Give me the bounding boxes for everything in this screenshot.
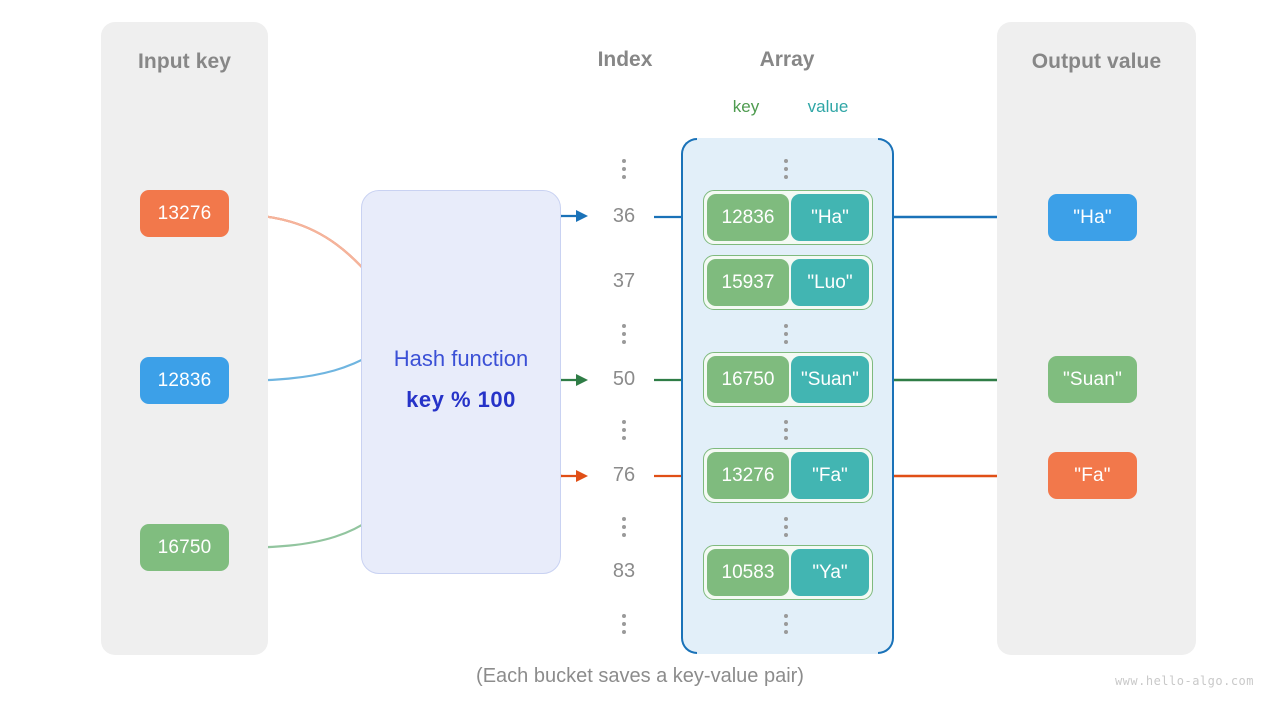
bucket-key-16750: 16750	[707, 356, 789, 403]
bucket-key-13276: 13276	[707, 452, 789, 499]
index-value-83: 83	[612, 560, 636, 582]
index-ellipsis-bottom	[588, 610, 660, 638]
index-ellipsis-3	[588, 416, 660, 444]
output-value-ha[interactable]: "Ha"	[1048, 194, 1137, 241]
bucket-row-76[interactable]: 13276 "Fa"	[703, 448, 873, 503]
input-key-12836[interactable]: 12836	[140, 357, 229, 404]
hash-function-label: Hash function	[393, 346, 529, 371]
bucket-key-15937: 15937	[707, 259, 789, 306]
index-ellipsis-2	[588, 320, 660, 348]
index-ellipsis-4	[588, 513, 660, 541]
index-value-76: 76	[612, 464, 636, 486]
site-watermark: www.hello-algo.com	[1114, 674, 1254, 688]
array-column-header: Array	[759, 48, 815, 71]
bucket-value-suan: "Suan"	[790, 356, 869, 403]
array-ellipsis-top	[750, 155, 822, 183]
array-ellipsis-bottom	[750, 610, 822, 638]
bucket-row-50[interactable]: 16750 "Suan"	[703, 352, 873, 407]
output-value-panel: Output value	[997, 22, 1196, 655]
output-panel-title: Output value	[1031, 50, 1162, 73]
index-column-header: Index	[597, 48, 653, 71]
key-sub-header: key	[732, 97, 760, 116]
diagram-caption: (Each bucket saves a key-value pair)	[476, 665, 804, 687]
input-key-13276[interactable]: 13276	[140, 190, 229, 237]
bucket-key-12836: 12836	[707, 194, 789, 241]
output-value-suan[interactable]: "Suan"	[1048, 356, 1137, 403]
bucket-value-ha: "Ha"	[790, 194, 869, 241]
array-ellipsis-4	[750, 513, 822, 541]
index-value-36: 36	[612, 205, 636, 227]
bucket-row-83[interactable]: 10583 "Ya"	[703, 545, 873, 600]
output-value-fa[interactable]: "Fa"	[1048, 452, 1137, 499]
array-ellipsis-3	[750, 416, 822, 444]
index-value-50: 50	[612, 368, 636, 390]
bucket-row-36[interactable]: 12836 "Ha"	[703, 190, 873, 245]
bucket-value-fa: "Fa"	[790, 452, 869, 499]
bucket-row-37[interactable]: 15937 "Luo"	[703, 255, 873, 310]
hash-function-formula: key % 100	[406, 387, 516, 412]
index-ellipsis-top	[588, 155, 660, 183]
value-sub-header: value	[807, 97, 849, 116]
array-ellipsis-2	[750, 320, 822, 348]
bucket-value-luo: "Luo"	[790, 259, 869, 306]
index-value-37: 37	[612, 270, 636, 292]
bucket-value-ya: "Ya"	[790, 549, 869, 596]
input-panel-title: Input key	[137, 50, 232, 73]
input-key-16750[interactable]: 16750	[140, 524, 229, 571]
bucket-key-10583: 10583	[707, 549, 789, 596]
hash-function-box: Hash function key % 100	[361, 190, 561, 574]
